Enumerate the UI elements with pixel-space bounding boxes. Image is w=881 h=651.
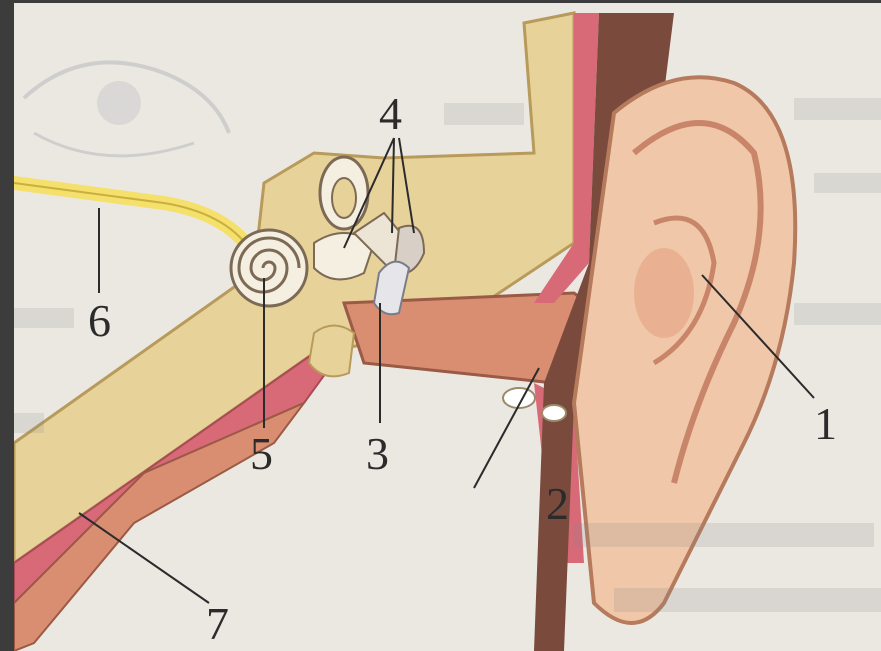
label-1: 1 xyxy=(814,401,837,447)
book-page-scan: 1 2 3 4 5 6 7 xyxy=(14,3,881,651)
label-4: 4 xyxy=(379,91,402,137)
label-6: 6 xyxy=(88,298,111,344)
label-7: 7 xyxy=(206,601,229,647)
cochlea xyxy=(231,230,307,306)
background-eye xyxy=(24,62,229,155)
label-5: 5 xyxy=(250,431,273,477)
semicircular-canals xyxy=(320,157,368,229)
label-3: 3 xyxy=(366,431,389,477)
auditory-nerve xyxy=(14,183,274,258)
ear-anatomy-diagram xyxy=(14,3,881,651)
label-2: 2 xyxy=(546,481,569,527)
